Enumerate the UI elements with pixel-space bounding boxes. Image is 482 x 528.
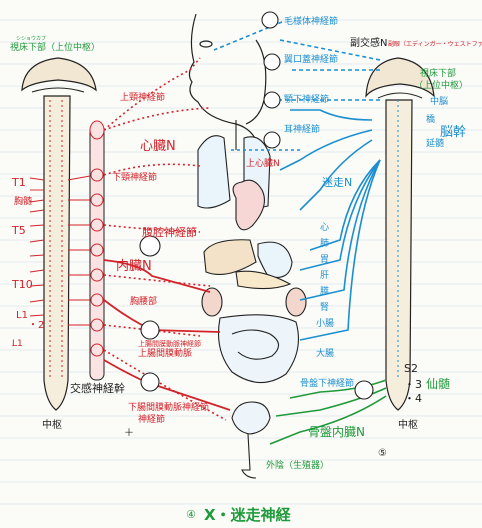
spine-left-l1: L1 xyxy=(12,339,23,349)
label-pterygo: 翼口蓋神経節 xyxy=(284,53,338,65)
spine-labels-left: T1 胸髄 T5 T10 L1 腰髄 xyxy=(11,176,33,349)
page-title: X・迷走神経 xyxy=(204,506,292,524)
label-submand: 顎下神経節 xyxy=(284,93,329,105)
spine-labels-right: S2 ・3 ・4 xyxy=(404,362,422,405)
label-hypothalamus-ruby: シショウカブ xyxy=(16,35,46,42)
label-brain-trunk: 脳幹 xyxy=(440,124,466,140)
label-lower-neck: 下頸神経節 xyxy=(112,171,157,183)
ganglion-pterygo xyxy=(263,53,281,71)
label-small-int: 小腸 xyxy=(316,318,334,329)
stomach-shape xyxy=(257,241,293,278)
label-heart: 心 xyxy=(320,222,329,233)
label-pancreas: 膵 xyxy=(320,286,329,297)
label-ll2: L1 xyxy=(16,310,28,321)
ganglion-otic xyxy=(263,131,281,149)
label-sup-cervical: 上頸神経節 xyxy=(120,91,165,103)
label-brainstem-right: 視床下部 xyxy=(420,67,456,79)
label-sacral: 仙髄 xyxy=(426,376,450,391)
label-plus: ＋ xyxy=(124,428,134,439)
label-ll2b: ・2 xyxy=(28,320,44,331)
organs xyxy=(197,120,307,479)
label-bottom-caption: 胸腰部 xyxy=(130,295,157,307)
spine-right-3: ・3 xyxy=(404,378,422,391)
ganglion-ciliary xyxy=(261,11,279,29)
label-other2: 神経節 xyxy=(138,413,165,425)
label-midbrain: 中脳 xyxy=(430,95,448,107)
label-lung: 肺 xyxy=(320,238,329,249)
label-cardiac-nerve: 上心臓N xyxy=(246,158,280,169)
page-number: ④ xyxy=(186,508,196,521)
kidney-right-shape xyxy=(285,287,307,317)
vagus-pathways xyxy=(213,21,381,341)
ganglion-submand xyxy=(263,91,281,109)
left-spinal-cord xyxy=(21,57,97,411)
label-splanchnic: 内臓N xyxy=(116,258,152,274)
sympathetic-pathways xyxy=(103,57,227,421)
heart-shape xyxy=(232,179,265,231)
spine-left-t10: T10 xyxy=(11,278,33,291)
spine-right-4: ・4 xyxy=(404,392,422,405)
label-ciliary: 毛様体神経節 xyxy=(284,15,338,27)
pancreas-shape xyxy=(235,270,292,290)
label-cranial-misc: 副眼（エディンガー・ウェストファール） xyxy=(388,40,482,48)
label-parasym-root: 副交感N xyxy=(350,36,387,49)
label-otic: 耳神経節 xyxy=(284,123,320,135)
ganglion-celiac xyxy=(139,235,161,257)
label-sup-mesenteric: 上腸間膜動脈神経節 xyxy=(138,339,201,348)
label-sympathetic-trunk: 交感神経幹 xyxy=(70,381,125,395)
spine-left-thoracic: 胸髄 xyxy=(14,195,32,207)
ganglion-inf-mesenteric xyxy=(140,372,160,392)
spine-left-t5: T5 xyxy=(11,224,26,237)
label-kidney: 腎 xyxy=(320,302,329,313)
labels: 視床下部（上位中枢） シショウカブ 視床下部 （上位中枢） 副交感N 副眼（エデ… xyxy=(10,15,482,471)
pelvic-pathways xyxy=(269,379,387,445)
kidney-left-shape xyxy=(201,287,223,317)
label-medulla: 延髄 xyxy=(426,137,444,149)
spine-left-lumbar: 腰髄 xyxy=(12,344,14,347)
label-vagus: 迷走N xyxy=(322,176,352,189)
label-celiac: 腹腔神経節 xyxy=(142,225,197,239)
label-center-right: 中枢 xyxy=(398,418,418,431)
lung-left-shape xyxy=(197,135,231,209)
right-spinal-cord xyxy=(365,57,435,411)
label-cardiac-sym: 心臓N xyxy=(140,139,176,154)
label-brainstem-right-sub: （上位中枢） xyxy=(414,79,468,91)
label-large-int: 大腸 xyxy=(316,347,334,359)
ganglion-sup-mesenteric xyxy=(140,320,160,340)
title-block: ④ X・迷走神経 xyxy=(186,506,292,524)
label-external-genitalia: 外陰（生殖器） xyxy=(266,459,329,471)
sympathetic-trunk xyxy=(67,120,105,381)
label-liver: 肝 xyxy=(320,270,329,281)
spine-left-t1: T1 xyxy=(11,176,26,189)
label-stomach: 胃 xyxy=(320,254,329,265)
bladder-shape xyxy=(231,401,271,435)
label-center-left: 中枢 xyxy=(42,418,62,431)
spine-right-s2: S2 xyxy=(404,362,418,375)
label-other1: 上腸間膜動脈 xyxy=(138,347,192,359)
label-pelvic-splanchnic: 骨盤内臓N xyxy=(308,425,365,439)
label-hypothalamus: 視床下部（上位中枢） xyxy=(10,41,100,53)
liver-shape xyxy=(203,239,257,275)
label-circled-5: ⑤ xyxy=(378,448,387,459)
label-pelvic-ganglia: 骨盤下神経節 xyxy=(300,377,354,389)
label-pons: 橋 xyxy=(426,113,435,125)
label-inf-mesenteric: 下腸間膜動脈神経節 xyxy=(128,401,209,413)
ganglion-pelvic xyxy=(354,380,374,400)
ganglia xyxy=(139,11,374,400)
